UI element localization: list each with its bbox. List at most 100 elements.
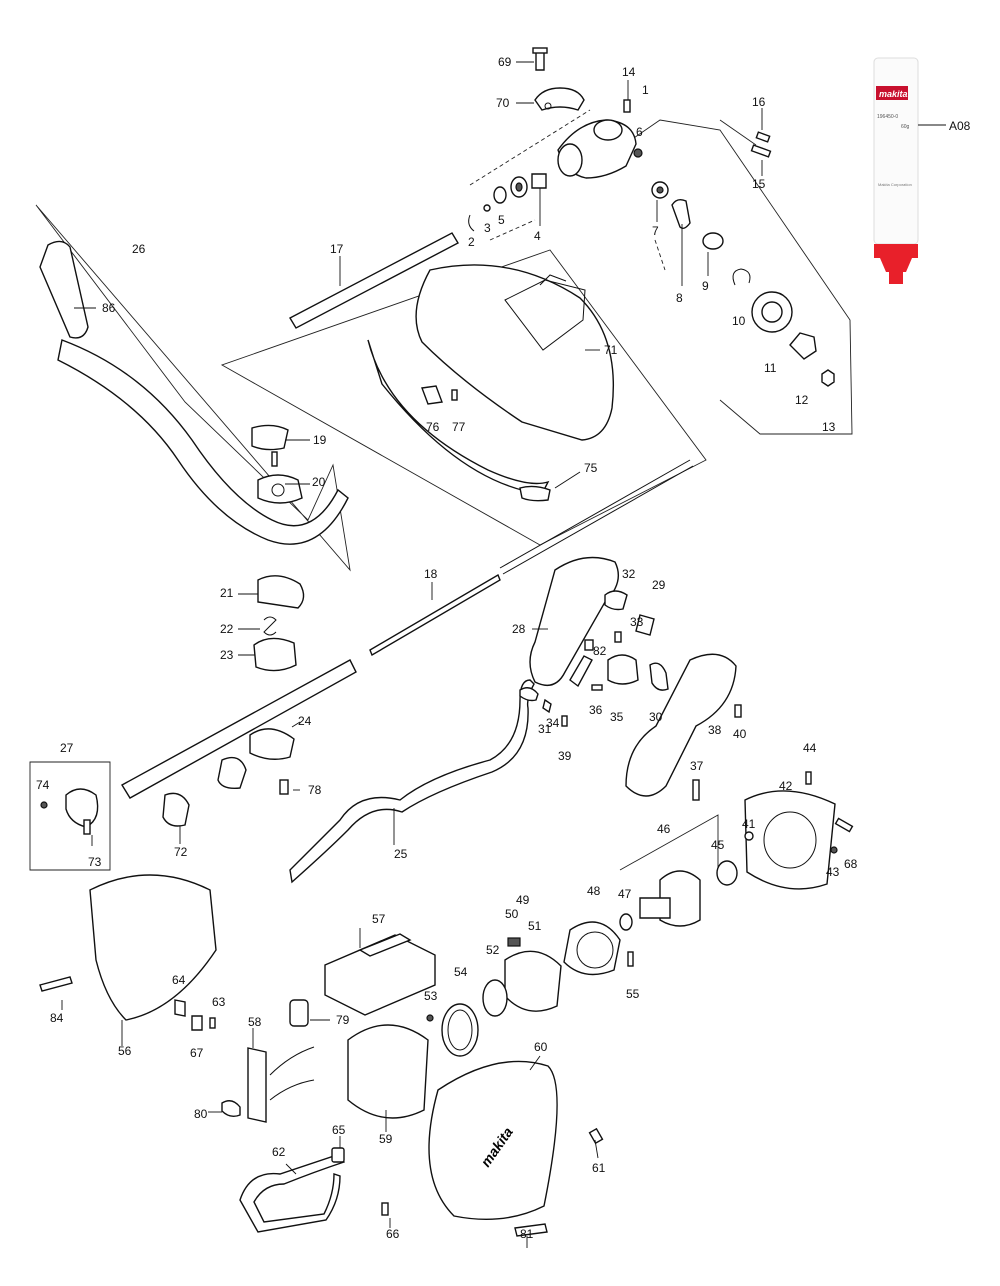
callout-71: 71 bbox=[604, 343, 618, 357]
callout-75: 75 bbox=[584, 461, 598, 475]
callout-74: 74 bbox=[36, 778, 50, 792]
callout-17: 17 bbox=[330, 242, 344, 256]
callout-58: 58 bbox=[248, 1015, 262, 1029]
callout-10: 10 bbox=[732, 314, 746, 328]
callout-12: 12 bbox=[795, 393, 809, 407]
tube-brand: makita bbox=[879, 89, 908, 99]
callout-81: 81 bbox=[520, 1227, 534, 1241]
callout-37: 37 bbox=[690, 759, 704, 773]
blade-guard bbox=[367, 264, 615, 502]
callout-54: 54 bbox=[454, 965, 468, 979]
callout-32: 32 bbox=[622, 567, 636, 581]
gear-head-assembly bbox=[468, 47, 835, 387]
callout-84: 84 bbox=[50, 1011, 64, 1025]
callout-31: 31 bbox=[538, 722, 552, 736]
leader-lines bbox=[61, 61, 763, 1248]
callout-4: 4 bbox=[534, 229, 541, 243]
front-handle bbox=[39, 240, 349, 545]
grease-tube: makita 196450-0 60g Makita Corporation bbox=[873, 57, 946, 284]
callout-41: 41 bbox=[742, 817, 756, 831]
callout-33: 33 bbox=[630, 615, 644, 629]
callout-18: 18 bbox=[424, 567, 438, 581]
shafts bbox=[121, 232, 694, 884]
callout-43: 43 bbox=[826, 865, 840, 879]
callout-16: 16 bbox=[752, 95, 766, 109]
callout-50: 50 bbox=[505, 907, 519, 921]
callout-2: 2 bbox=[468, 235, 475, 249]
callout-13: 13 bbox=[822, 420, 836, 434]
callout-19: 19 bbox=[313, 433, 327, 447]
rear-handle bbox=[519, 556, 742, 801]
callout-40: 40 bbox=[733, 727, 747, 741]
callout-3: 3 bbox=[484, 221, 491, 235]
callout-56: 56 bbox=[118, 1044, 132, 1058]
clamp-parts bbox=[40, 575, 305, 835]
callout-65: 65 bbox=[332, 1123, 346, 1137]
callout-35: 35 bbox=[610, 710, 624, 724]
callout-36: 36 bbox=[589, 703, 603, 717]
callout-62: 62 bbox=[272, 1145, 286, 1159]
callout-82: 82 bbox=[593, 644, 607, 658]
callout-69: 69 bbox=[498, 55, 512, 69]
callout-38: 38 bbox=[708, 723, 722, 737]
callout-23: 23 bbox=[220, 648, 234, 662]
callout-14: 14 bbox=[622, 65, 636, 79]
callout-80: 80 bbox=[194, 1107, 208, 1121]
callout-78: 78 bbox=[308, 783, 322, 797]
callout-15: 15 bbox=[752, 177, 766, 191]
callout-60: 60 bbox=[534, 1040, 548, 1054]
callout-6: 6 bbox=[636, 125, 643, 139]
callout-29: 29 bbox=[652, 578, 666, 592]
callout-53: 53 bbox=[424, 989, 438, 1003]
callout-A08: A08 bbox=[949, 119, 971, 133]
callout-9: 9 bbox=[702, 279, 709, 293]
callout-77: 77 bbox=[452, 420, 466, 434]
callout-7: 7 bbox=[652, 224, 659, 238]
callout-66: 66 bbox=[386, 1227, 400, 1241]
tube-weight: 60g bbox=[901, 124, 910, 130]
callout-24: 24 bbox=[298, 714, 312, 728]
callout-45: 45 bbox=[711, 838, 725, 852]
callout-48: 48 bbox=[587, 884, 601, 898]
callout-28: 28 bbox=[512, 622, 526, 636]
callout-51: 51 bbox=[528, 919, 542, 933]
callout-52: 52 bbox=[486, 943, 500, 957]
callout-11: 11 bbox=[764, 361, 777, 375]
motor-parts: makita bbox=[39, 771, 854, 1237]
callout-49: 49 bbox=[516, 893, 530, 907]
callout-63: 63 bbox=[212, 995, 226, 1009]
callout-42: 42 bbox=[779, 779, 793, 793]
callout-67: 67 bbox=[190, 1046, 204, 1060]
callout-46: 46 bbox=[657, 822, 671, 836]
callout-27: 27 bbox=[60, 741, 74, 755]
callout-76: 76 bbox=[426, 420, 440, 434]
tube-small-print: Makita Corporation bbox=[878, 182, 912, 187]
callout-20: 20 bbox=[312, 475, 326, 489]
callout-47: 47 bbox=[618, 887, 632, 901]
tube-part-number: 196450-0 bbox=[877, 114, 898, 120]
callout-26: 26 bbox=[132, 242, 146, 256]
callout-5: 5 bbox=[498, 213, 505, 227]
callout-79: 79 bbox=[336, 1013, 350, 1027]
callout-25: 25 bbox=[394, 847, 408, 861]
callout-30: 30 bbox=[649, 710, 663, 724]
callout-59: 59 bbox=[379, 1132, 393, 1146]
callout-61: 61 bbox=[592, 1161, 606, 1175]
grouping-lines bbox=[29, 109, 853, 871]
callout-68: 68 bbox=[844, 857, 858, 871]
callout-44: 44 bbox=[803, 741, 817, 755]
callout-73: 73 bbox=[88, 855, 102, 869]
callout-57: 57 bbox=[372, 912, 386, 926]
callout-21: 21 bbox=[220, 586, 234, 600]
callout-8: 8 bbox=[676, 291, 683, 305]
callout-55: 55 bbox=[626, 987, 640, 1001]
callout-34: 34 bbox=[546, 716, 560, 730]
callout-1: 1 bbox=[642, 83, 649, 97]
callout-64: 64 bbox=[172, 973, 186, 987]
callout-72: 72 bbox=[174, 845, 188, 859]
callout-22: 22 bbox=[220, 622, 234, 636]
tube-label bbox=[876, 86, 908, 100]
callout-39: 39 bbox=[558, 749, 572, 763]
